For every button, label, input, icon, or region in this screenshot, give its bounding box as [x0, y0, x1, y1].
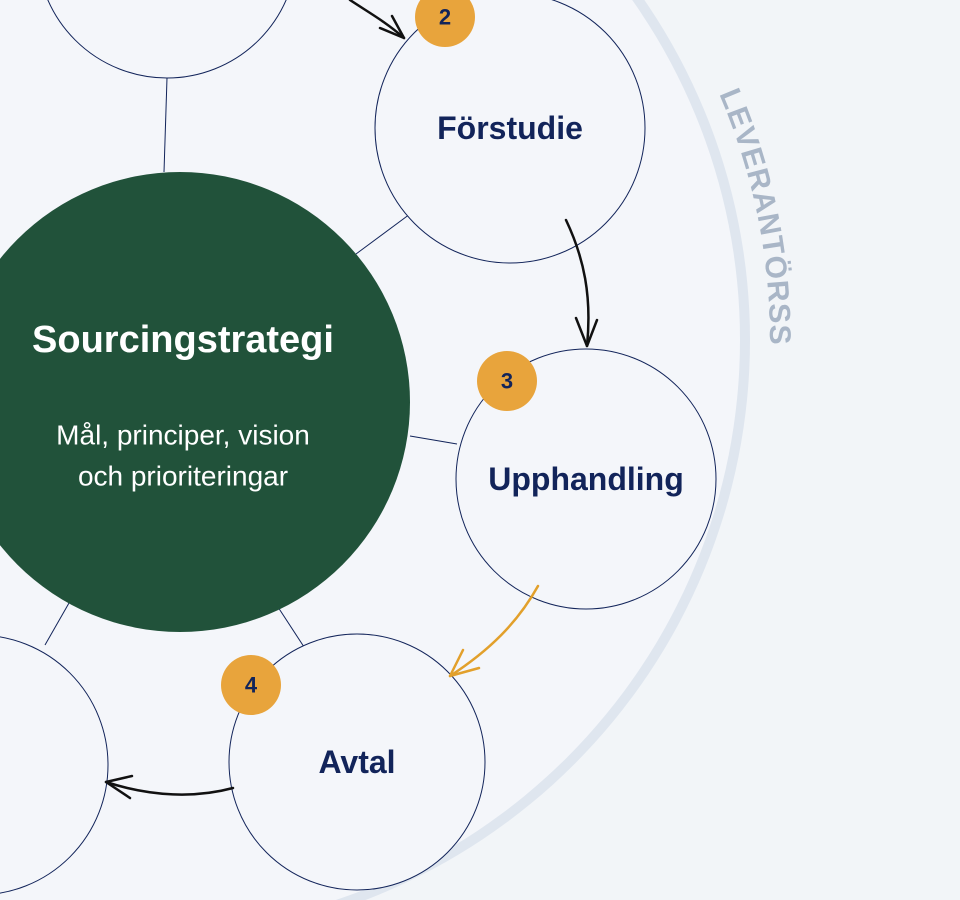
stage-circle-avtal[interactable]: [228, 633, 486, 891]
badge-number-2: 2: [439, 5, 451, 30]
center-strategy[interactable]: Sourcingstrategi Mål, principer, vision …: [0, 172, 410, 632]
center-circle[interactable]: [0, 172, 410, 632]
stage-label-upphandling: Upphandling: [488, 461, 684, 497]
arrow-to-forstudie: [348, 0, 406, 40]
badge-3: 3: [477, 351, 537, 411]
stage-circle-bottom-left[interactable]: [0, 635, 109, 895]
center-subtitle-line2: och prioriteringar: [78, 461, 288, 492]
spoke-avtal: [275, 603, 307, 651]
stage-circle-upphandling[interactable]: [455, 348, 717, 610]
stage-label-avtal: Avtal: [318, 744, 395, 780]
spoke-forstudie: [355, 213, 411, 255]
spoke-bottom-left: [44, 595, 74, 646]
stage-upphandling[interactable]: Upphandling: [455, 348, 717, 610]
center-title: Sourcingstrategi: [32, 319, 334, 361]
stage-label-forstudie: Förstudie: [437, 110, 583, 146]
arrow-to-next-stage: [104, 774, 235, 800]
badge-number-3: 3: [501, 369, 513, 394]
badge-number-4: 4: [245, 673, 258, 698]
badge-4: 4: [221, 655, 281, 715]
stage-avtal[interactable]: Avtal: [228, 633, 486, 891]
stage-forstudie[interactable]: Förstudie: [374, 0, 646, 264]
badge-2: 2: [415, 0, 475, 47]
arrow-to-avtal: [448, 584, 540, 678]
spoke-top: [163, 77, 168, 173]
stage-circle-top-left[interactable]: [37, 0, 297, 79]
center-subtitle-line1: Mål, principer, vision: [56, 420, 310, 451]
spoke-upphandling: [409, 435, 458, 445]
stage-circle-forstudie[interactable]: [374, 0, 646, 264]
arrow-to-upphandling: [564, 218, 599, 348]
